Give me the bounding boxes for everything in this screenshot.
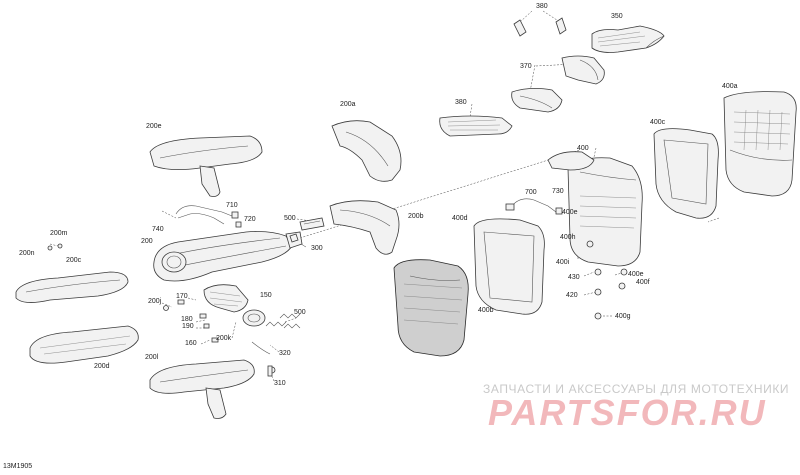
- label-420: 420: [566, 292, 578, 299]
- part-200c: [15, 271, 129, 303]
- part-200d: [29, 325, 139, 364]
- part-500-springs: [265, 313, 301, 329]
- label-400c: 400c: [650, 119, 666, 126]
- label-300: 300: [311, 245, 323, 252]
- label-160: 160: [185, 340, 197, 347]
- label-170: 170: [176, 293, 188, 300]
- label-180: 180: [181, 316, 193, 323]
- part-200e: [149, 135, 263, 197]
- label-700: 700: [525, 189, 537, 196]
- part-400d: [473, 218, 545, 315]
- diagram-reference-code: 13M1905: [3, 463, 33, 470]
- label-200l: 200l: [145, 354, 159, 361]
- label-190: 190: [182, 323, 194, 330]
- label-200d: 200d: [94, 363, 110, 370]
- part-350: [591, 25, 665, 53]
- label-200c: 200c: [66, 257, 82, 264]
- watermark-brand: PARTSFOR.RU: [488, 392, 767, 433]
- part-400a: [723, 91, 797, 197]
- part-400-fasteners: [586, 240, 628, 320]
- part-370-lower: [511, 88, 563, 113]
- label-720: 720: [244, 216, 256, 223]
- label-200a: 200a: [340, 101, 356, 108]
- label-380-top: 380: [536, 3, 548, 10]
- part-150-ring: [242, 309, 266, 327]
- label-400f: 400f: [636, 279, 650, 286]
- part-380-clips: [513, 17, 567, 37]
- label-500-top: 500: [284, 215, 296, 222]
- part-400c: [653, 128, 719, 219]
- label-150: 150: [260, 292, 272, 299]
- label-400a: 400a: [722, 83, 738, 90]
- part-200b: [329, 200, 400, 255]
- label-400g: 400g: [615, 313, 631, 320]
- label-200: 200: [141, 238, 153, 245]
- part-400b: [393, 259, 469, 357]
- label-400i: 400i: [556, 259, 570, 266]
- part-200a: [331, 120, 402, 182]
- label-730: 730: [552, 188, 564, 195]
- watermark-caption: ЗАПЧАСТИ И АКСЕССУАРЫ ДЛЯ МОТОТЕХНИКИ: [483, 382, 790, 396]
- label-430: 430: [568, 274, 580, 281]
- label-400e-top: 400e: [562, 209, 578, 216]
- part-500-300: [289, 217, 325, 243]
- label-320: 320: [279, 350, 291, 357]
- part-200k-pipe: [203, 284, 249, 313]
- part-700-sensor: [505, 198, 563, 215]
- part-380: [439, 115, 513, 137]
- label-400h: 400h: [560, 234, 576, 241]
- part-710-sensor: [175, 205, 242, 228]
- label-200k: 200k: [216, 335, 232, 342]
- label-200j: 200j: [148, 298, 162, 305]
- label-500-bot: 500: [294, 309, 306, 316]
- part-labels: 380 350 370 380 400a 200a 400c 200e 400 …: [19, 3, 738, 387]
- label-200e: 200e: [146, 123, 162, 130]
- label-350: 350: [611, 13, 623, 20]
- label-400: 400: [577, 145, 589, 152]
- label-200b: 200b: [408, 213, 424, 220]
- label-370: 370: [520, 63, 532, 70]
- label-710: 710: [226, 202, 238, 209]
- label-400d: 400d: [452, 215, 468, 222]
- label-740: 740: [152, 226, 164, 233]
- label-400e-bot: 400e: [628, 271, 644, 278]
- label-380-mid: 380: [455, 99, 467, 106]
- part-200m-200n: [47, 243, 63, 251]
- label-200m: 200m: [50, 230, 68, 237]
- part-400: [547, 151, 643, 267]
- part-370: [561, 55, 605, 85]
- label-310: 310: [274, 380, 286, 387]
- part-310-320: [267, 365, 273, 377]
- label-200n: 200n: [19, 250, 35, 257]
- part-200-muffler: [153, 231, 303, 282]
- label-400b: 400b: [478, 307, 494, 314]
- part-200l: [149, 359, 255, 419]
